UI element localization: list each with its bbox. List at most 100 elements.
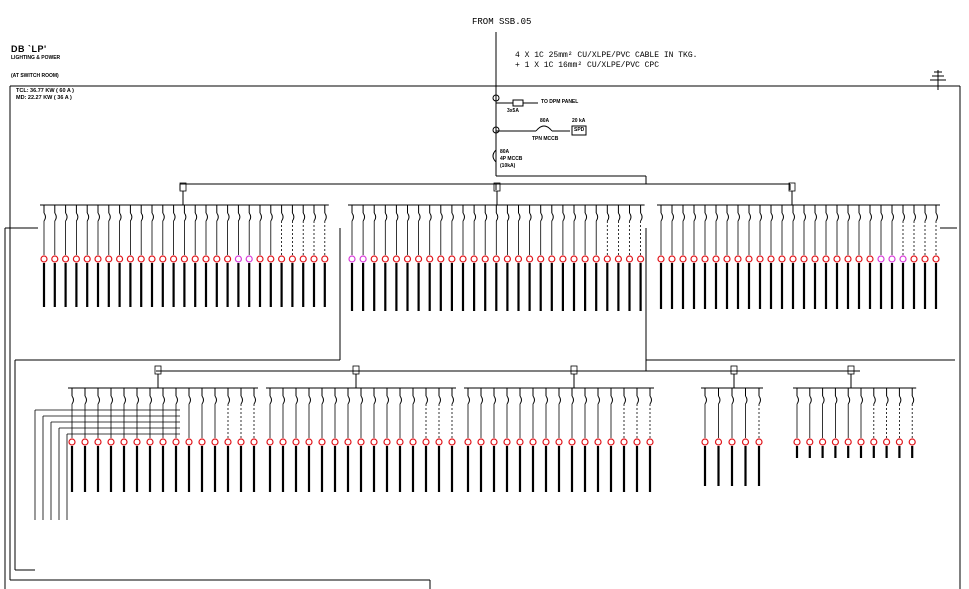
way-mcb <box>384 212 388 222</box>
way-load <box>305 438 313 446</box>
way-load <box>403 255 412 263</box>
way-load <box>477 438 485 446</box>
way-mcb <box>418 212 421 222</box>
way-load <box>237 438 245 446</box>
way-load <box>756 255 764 263</box>
way-load <box>170 255 178 263</box>
way-load <box>40 255 48 263</box>
way-mcb <box>825 212 828 222</box>
way-load <box>72 255 81 263</box>
way-mcb <box>649 395 652 405</box>
way-mcb <box>545 395 548 405</box>
way-mcb <box>97 395 100 405</box>
way-mcb <box>281 212 284 222</box>
way-mcb <box>506 395 509 405</box>
way-mcb <box>506 212 510 222</box>
way-mcb <box>295 395 298 405</box>
way-mcb <box>671 212 674 222</box>
way-load <box>234 255 242 263</box>
way-mcb <box>704 212 707 222</box>
way-load <box>701 438 709 446</box>
way-load <box>542 438 550 446</box>
way-load <box>396 438 404 446</box>
way-load <box>899 255 907 263</box>
dpm-panel-label: TO DPM PANEL <box>541 99 579 105</box>
way-load <box>734 255 742 263</box>
way-mcb <box>529 212 532 222</box>
way-mcb <box>407 212 410 222</box>
way-mcb <box>726 212 729 222</box>
way-load <box>701 255 709 263</box>
way-mcb <box>438 395 441 405</box>
way-mcb <box>65 212 68 222</box>
way-mcb <box>140 212 144 222</box>
way-mcb <box>640 212 643 222</box>
busbar-breaker <box>847 365 855 375</box>
way-mcb <box>584 212 588 222</box>
way-load <box>921 255 929 263</box>
way-mcb <box>162 395 165 405</box>
way-load <box>490 438 498 446</box>
way-mcb <box>248 212 252 222</box>
way-mcb <box>869 212 872 222</box>
static-lines <box>4 32 961 589</box>
way-mcb <box>162 212 165 222</box>
way-load <box>625 255 634 263</box>
way-mcb <box>814 212 817 222</box>
way-mcb <box>822 395 825 405</box>
way-mcb <box>71 395 74 405</box>
way-mcb <box>731 395 734 405</box>
way-load <box>712 255 720 263</box>
way-mcb <box>270 212 273 222</box>
way-mcb <box>129 212 133 222</box>
way-load <box>148 255 156 263</box>
way-mcb <box>324 212 327 222</box>
way-mcb <box>532 395 535 405</box>
way-mcb <box>425 395 428 405</box>
way-load <box>172 438 180 446</box>
way-mcb <box>313 212 316 222</box>
source-label: FROM SSB.05 <box>472 17 532 27</box>
way-mcb <box>891 212 894 222</box>
way-load <box>592 255 600 263</box>
way-load <box>437 255 445 263</box>
way-mcb <box>473 212 477 222</box>
way-load <box>299 255 307 263</box>
way-load <box>318 438 326 446</box>
way-load <box>831 438 840 446</box>
way-load <box>844 255 852 263</box>
way-load <box>180 255 188 263</box>
way-mcb <box>451 395 454 405</box>
way-mcb <box>136 395 139 405</box>
way-mcb <box>935 212 938 222</box>
way-mcb <box>84 395 87 405</box>
way-load <box>866 255 874 263</box>
way-load <box>51 255 59 263</box>
way-mcb <box>880 212 883 222</box>
way-mcb <box>351 212 354 222</box>
way-load <box>107 438 115 446</box>
way-mcb <box>253 395 256 405</box>
way-load <box>723 255 731 263</box>
busbar-breaker <box>788 182 796 192</box>
way-mcb <box>518 212 521 222</box>
way-load <box>245 255 253 263</box>
way-mcb <box>291 212 295 222</box>
way-load <box>745 255 753 263</box>
way-load <box>470 255 478 263</box>
mccb-label: TPN MCCB <box>532 136 559 142</box>
way-mcb <box>43 212 46 222</box>
way-mcb <box>610 395 613 405</box>
way-load <box>409 438 417 446</box>
way-load <box>381 255 389 263</box>
way-mcb <box>886 395 889 405</box>
main-breaker-rating: 80A <box>500 149 510 155</box>
way-load <box>908 438 916 446</box>
main-breaker-type: 4P MCCB <box>500 156 523 162</box>
way-load <box>570 255 578 263</box>
way-mcb <box>748 212 751 222</box>
way-mcb <box>584 395 587 405</box>
mccb-rating: 80A <box>540 118 550 124</box>
way-mcb <box>308 395 311 405</box>
way-load <box>646 438 654 446</box>
